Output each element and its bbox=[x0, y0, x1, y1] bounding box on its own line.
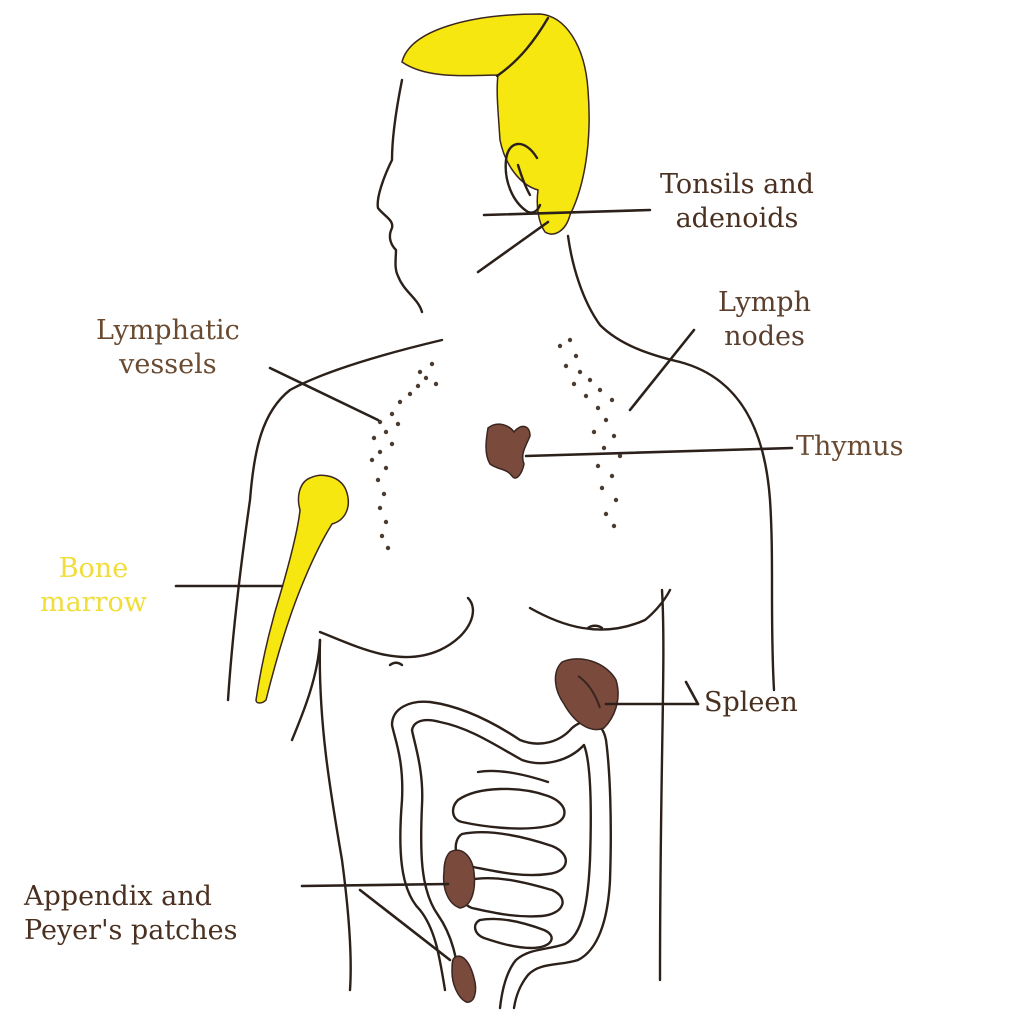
peyers-patch bbox=[444, 850, 475, 908]
hair bbox=[402, 14, 589, 234]
leader-lines bbox=[176, 210, 792, 960]
left-torso-lower bbox=[320, 640, 351, 990]
label-spleen: Spleen bbox=[704, 686, 798, 720]
label-appendix-and-peyers-patches: Appendix and Peyer's patches bbox=[24, 880, 238, 948]
right-shoulder-arm bbox=[680, 362, 774, 690]
lymph-nodes-left bbox=[370, 362, 438, 550]
bone-marrow-humerus bbox=[256, 475, 348, 703]
face-profile bbox=[378, 80, 422, 312]
right-torso-side bbox=[660, 590, 663, 980]
lymph-nodes-right bbox=[558, 338, 622, 528]
spleen bbox=[555, 659, 618, 730]
chest-line bbox=[320, 598, 473, 657]
appendix bbox=[452, 956, 476, 1002]
neck-back bbox=[568, 236, 680, 362]
label-lymph-nodes: Lymph nodes bbox=[718, 286, 811, 354]
label-lymphatic-vessels: Lymphatic vessels bbox=[96, 314, 240, 382]
label-bone-marrow: Bone marrow bbox=[40, 552, 147, 620]
thymus bbox=[486, 424, 530, 478]
label-thymus: Thymus bbox=[796, 430, 904, 464]
left-torso-side bbox=[292, 640, 320, 740]
label-tonsils-and-adenoids: Tonsils and adenoids bbox=[660, 168, 814, 236]
